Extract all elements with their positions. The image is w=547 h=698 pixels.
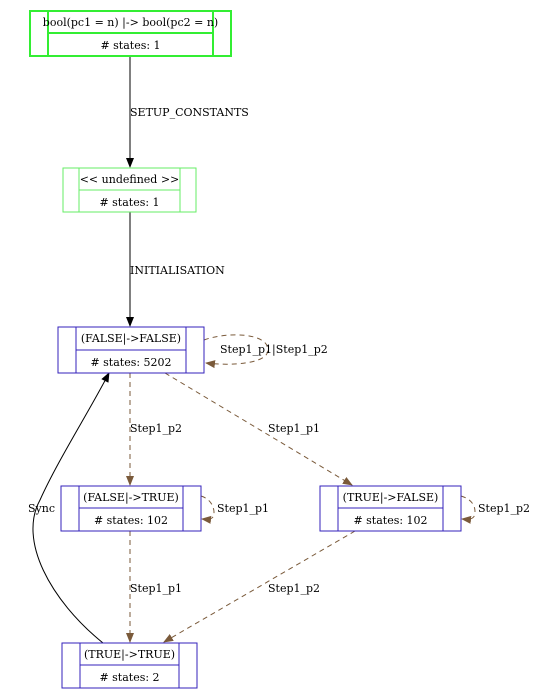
- node-false-false-states: # states: 5202: [90, 356, 171, 369]
- node-root[interactable]: bool(pc1 = n) |-> bool(pc2 = n) # states…: [29, 10, 232, 57]
- edge-label-setup-constants: SETUP_CONSTANTS: [130, 106, 249, 119]
- edge-label-sync: Sync: [28, 502, 55, 515]
- edge-initialisation: INITIALISATION: [126, 212, 225, 327]
- edge-label-ff-ft: Step1_p2: [130, 422, 182, 435]
- node-true-false[interactable]: (TRUE|->FALSE) # states: 102: [319, 485, 462, 532]
- node-root-states: # states: 1: [100, 39, 160, 52]
- edge-label-tf-tt: Step1_p2: [268, 582, 320, 595]
- edge-ff-self-loop: Step1_p1|Step1_p2: [203, 334, 328, 369]
- edge-ft-self-loop: Step1_p1: [200, 495, 269, 524]
- node-false-true[interactable]: (FALSE|->TRUE) # states: 102: [60, 485, 202, 532]
- edge-ff-to-tf: Step1_p1: [164, 372, 353, 486]
- edge-setup-constants: SETUP_CONSTANTS: [126, 57, 249, 168]
- edge-ff-to-ft: Step1_p2: [126, 373, 182, 486]
- node-undefined[interactable]: << undefined >> # states: 1: [62, 167, 197, 213]
- edge-label-ff-tf: Step1_p1: [268, 422, 320, 435]
- edge-label-ft-self: Step1_p1: [217, 502, 269, 515]
- edge-label-tf-self: Step1_p2: [478, 502, 530, 515]
- edge-label-ff-self: Step1_p1|Step1_p2: [220, 343, 328, 357]
- node-undefined-states: # states: 1: [99, 196, 159, 209]
- node-false-true-states: # states: 102: [94, 514, 168, 527]
- node-false-false-label: (FALSE|->FALSE): [81, 332, 181, 346]
- node-true-true-states: # states: 2: [99, 671, 159, 684]
- node-true-false-states: # states: 102: [353, 514, 427, 527]
- edge-label-ft-tt: Step1_p1: [130, 582, 182, 595]
- edge-tf-to-tt: Step1_p2: [163, 530, 356, 643]
- edge-tf-self-loop: Step1_p2: [460, 495, 530, 524]
- edge-ft-to-tt: Step1_p1: [126, 531, 182, 643]
- edge-sync: Sync: [28, 372, 110, 644]
- node-true-true[interactable]: (TRUE|->TRUE) # states: 2: [61, 642, 198, 689]
- node-true-false-label: (TRUE|->FALSE): [343, 491, 439, 505]
- edge-label-initialisation: INITIALISATION: [130, 264, 225, 277]
- node-false-false[interactable]: (FALSE|->FALSE) # states: 5202: [57, 326, 205, 374]
- node-undefined-label: << undefined >>: [80, 173, 180, 186]
- node-true-true-label: (TRUE|->TRUE): [84, 648, 175, 662]
- node-false-true-label: (FALSE|->TRUE): [83, 491, 179, 505]
- node-root-label: bool(pc1 = n) |-> bool(pc2 = n): [43, 16, 218, 30]
